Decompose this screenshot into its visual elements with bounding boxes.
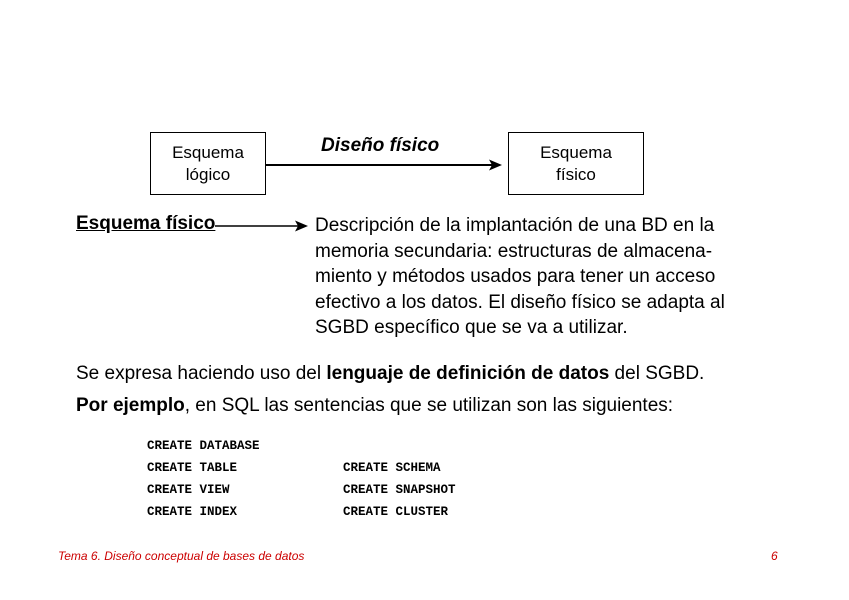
physical-schema-definition: Descripción de la implantación de una BD… [315,213,725,341]
physical-schema-box: Esquema físico [508,132,644,195]
ddl-paragraph-text: Se expresa haciendo uso del [76,363,327,384]
page-number: 6 [771,549,778,563]
sql-statement: CREATE TABLE [147,461,238,475]
definition-arrow [215,220,308,232]
design-arrow [266,159,502,171]
ddl-paragraph: Se expresa haciendo uso del lenguaje de … [76,363,704,385]
footer-title: Tema 6. Diseño conceptual de bases de da… [58,549,305,563]
ddl-emphasis: lenguaje de definición de datos [326,363,610,384]
sql-statement: CREATE CLUSTER [343,505,449,519]
definition-line: Descripción de la implantación de una BD… [315,215,715,236]
logical-schema-box: Esquema lógico [150,132,266,195]
definition-line: efectivo a los datos. El diseño físico s… [315,291,725,313]
example-emphasis: Por ejemplo [76,395,185,416]
ddl-paragraph-end: del SGBD. [609,363,705,384]
definition-line: miento y métodos usados para tener un ac… [315,266,716,287]
sql-statement: CREATE INDEX [147,505,238,519]
physical-design-label: Diseño físico [321,135,440,156]
logical-schema-line2: lógico [185,164,231,184]
sql-statement: CREATE SCHEMA [343,461,441,475]
example-paragraph: Por ejemplo, en SQL las sentencias que s… [76,395,673,417]
physical-schema-term: Esquema físico [76,213,216,234]
sql-statement: CREATE DATABASE [147,439,260,453]
logical-schema-line1: Esquema [172,142,244,162]
definition-line: SGBD específico que se va a utilizar. [315,317,628,338]
physical-schema-line1: Esquema [540,142,612,162]
sql-statement: CREATE SNAPSHOT [343,483,456,497]
physical-schema-line2: físico [556,164,596,184]
sql-statement: CREATE VIEW [147,483,230,497]
definition-line: memoria secundaria: estructuras de almac… [315,240,713,262]
example-paragraph-text: , en SQL las sentencias que se utilizan … [184,395,674,416]
